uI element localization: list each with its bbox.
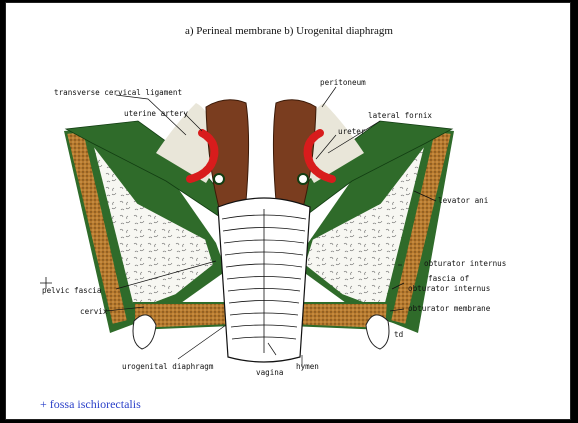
label-uterine-artery: uterine artery	[124, 109, 188, 118]
ureter-right	[298, 174, 308, 184]
ischium-right	[366, 315, 389, 349]
label-transverse-cervical-ligament: transverse cervical ligament	[54, 88, 182, 97]
signature-td: td	[394, 330, 403, 339]
label-levator-ani: levator ani	[438, 196, 489, 205]
label-pelvic-fascia: pelvic fascia	[42, 286, 101, 295]
ureter-left	[214, 174, 224, 184]
slide: a) Perineal membrane b) Urogenital diaph…	[5, 2, 571, 420]
slide-footer-note: + fossa ischiorectalis	[40, 397, 141, 412]
label-fascia-of: fascia of	[428, 274, 469, 283]
label-obturator-membrane: obturator membrane	[408, 304, 491, 313]
label-peritoneum: peritoneum	[320, 78, 366, 87]
label-lateral-fornix: lateral fornix	[368, 111, 432, 120]
pelvic-anatomy-diagram: transverse cervical ligament uterine art…	[6, 3, 572, 421]
label-obturator-internus-2: obturator internus	[408, 284, 490, 293]
label-cervix: cervix	[80, 307, 108, 316]
ischium-left	[133, 315, 156, 349]
label-urogenital-diaphragm: urogenital diaphragm	[122, 362, 214, 371]
label-hymen: hymen	[296, 362, 319, 371]
label-ureter: ureter	[338, 127, 366, 136]
label-vagina: vagina	[256, 368, 283, 377]
label-obturator-internus: obturator internus	[424, 259, 506, 268]
